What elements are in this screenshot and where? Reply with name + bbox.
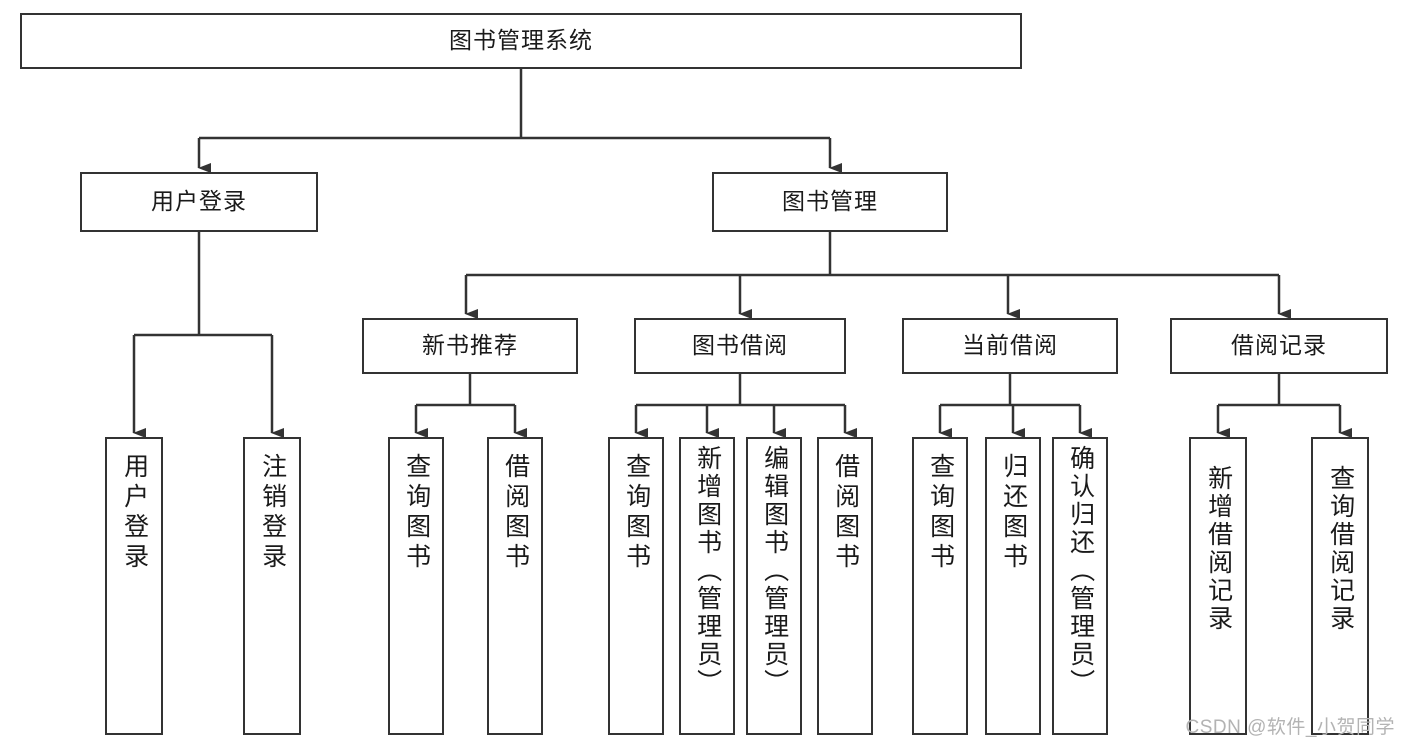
node-leaf-query-borrow-record[interactable]: 查询借阅记录 bbox=[1311, 437, 1369, 735]
node-current-borrow-label: 当前借阅 bbox=[962, 332, 1058, 359]
node-leaf-return-book-label: 归还图书 bbox=[999, 453, 1028, 573]
node-book-management-label: 图书管理 bbox=[782, 188, 878, 215]
node-borrow-record-label: 借阅记录 bbox=[1231, 332, 1327, 359]
node-leaf-query-book-borrow[interactable]: 查询图书 bbox=[608, 437, 664, 735]
node-leaf-borrow-book-rec-label: 借阅图书 bbox=[501, 453, 530, 573]
csdn-watermark: CSDN @软件_小贺同学 bbox=[1185, 717, 1395, 738]
node-book-management[interactable]: 图书管理 bbox=[712, 172, 948, 232]
node-root-label: 图书管理系统 bbox=[449, 27, 593, 54]
node-leaf-add-borrow-record[interactable]: 新增借阅记录 bbox=[1189, 437, 1247, 735]
node-book-borrow-label: 图书借阅 bbox=[692, 332, 788, 359]
node-leaf-confirm-return-admin[interactable]: 确认归还（管理员） bbox=[1052, 437, 1108, 735]
node-user-login-label: 用户登录 bbox=[151, 188, 247, 215]
node-new-book-recommend-label: 新书推荐 bbox=[422, 332, 518, 359]
node-leaf-query-book-current-label: 查询图书 bbox=[926, 453, 955, 573]
node-new-book-recommend[interactable]: 新书推荐 bbox=[362, 318, 578, 374]
node-leaf-query-book-rec[interactable]: 查询图书 bbox=[388, 437, 444, 735]
node-borrow-record[interactable]: 借阅记录 bbox=[1170, 318, 1388, 374]
node-leaf-query-book-borrow-label: 查询图书 bbox=[622, 453, 651, 573]
node-leaf-query-book-current[interactable]: 查询图书 bbox=[912, 437, 968, 735]
node-current-borrow[interactable]: 当前借阅 bbox=[902, 318, 1118, 374]
node-leaf-add-book-admin[interactable]: 新增图书（管理员） bbox=[679, 437, 735, 735]
node-user-login[interactable]: 用户登录 bbox=[80, 172, 318, 232]
node-leaf-confirm-return-admin-label: 确认归还（管理员） bbox=[1066, 445, 1095, 697]
node-book-borrow[interactable]: 图书借阅 bbox=[634, 318, 846, 374]
node-leaf-add-borrow-record-label: 新增借阅记录 bbox=[1204, 465, 1233, 633]
node-leaf-query-book-rec-label: 查询图书 bbox=[402, 453, 431, 573]
node-leaf-logout-label: 注销登录 bbox=[258, 453, 287, 573]
node-leaf-query-borrow-record-label: 查询借阅记录 bbox=[1326, 465, 1355, 633]
node-leaf-add-book-admin-label: 新增图书（管理员） bbox=[693, 445, 722, 697]
node-leaf-logout[interactable]: 注销登录 bbox=[243, 437, 301, 735]
node-leaf-borrow-book[interactable]: 借阅图书 bbox=[817, 437, 873, 735]
node-leaf-return-book[interactable]: 归还图书 bbox=[985, 437, 1041, 735]
node-leaf-borrow-book-label: 借阅图书 bbox=[831, 453, 860, 573]
node-root[interactable]: 图书管理系统 bbox=[20, 13, 1022, 69]
node-leaf-edit-book-admin[interactable]: 编辑图书（管理员） bbox=[746, 437, 802, 735]
node-leaf-user-login[interactable]: 用户登录 bbox=[105, 437, 163, 735]
node-leaf-borrow-book-rec[interactable]: 借阅图书 bbox=[487, 437, 543, 735]
node-leaf-edit-book-admin-label: 编辑图书（管理员） bbox=[760, 445, 789, 697]
node-leaf-user-login-label: 用户登录 bbox=[120, 453, 149, 573]
